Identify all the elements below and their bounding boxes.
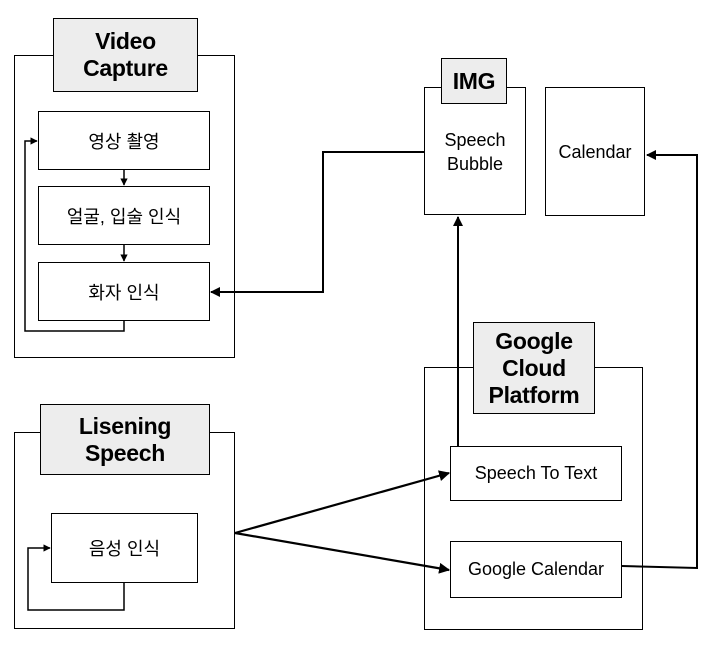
- arrow-voice-to-calendar-service: [234, 531, 451, 574]
- step-face-lip-recognition: 얼굴, 입술 인식: [38, 186, 210, 245]
- video-capture-title: Video Capture: [53, 18, 198, 92]
- calendar-box: Calendar: [545, 87, 645, 216]
- listening-speech-title: Lisening Speech: [40, 404, 210, 475]
- step-speaker-recognition: 화자 인식: [38, 262, 210, 321]
- arrow-bubble-to-speaker: [210, 151, 424, 297]
- step-video-recording: 영상 촬영: [38, 111, 210, 170]
- speech-bubble-box: Speech Bubble: [424, 87, 526, 215]
- arrow-voice-to-stt: [234, 470, 451, 535]
- google-cloud-platform-title: Google Cloud Platform: [473, 322, 595, 414]
- step-voice-recognition: 음성 인식: [51, 513, 198, 583]
- service-google-calendar: Google Calendar: [450, 541, 622, 598]
- img-title: IMG: [441, 58, 507, 104]
- service-speech-to-text: Speech To Text: [450, 446, 622, 501]
